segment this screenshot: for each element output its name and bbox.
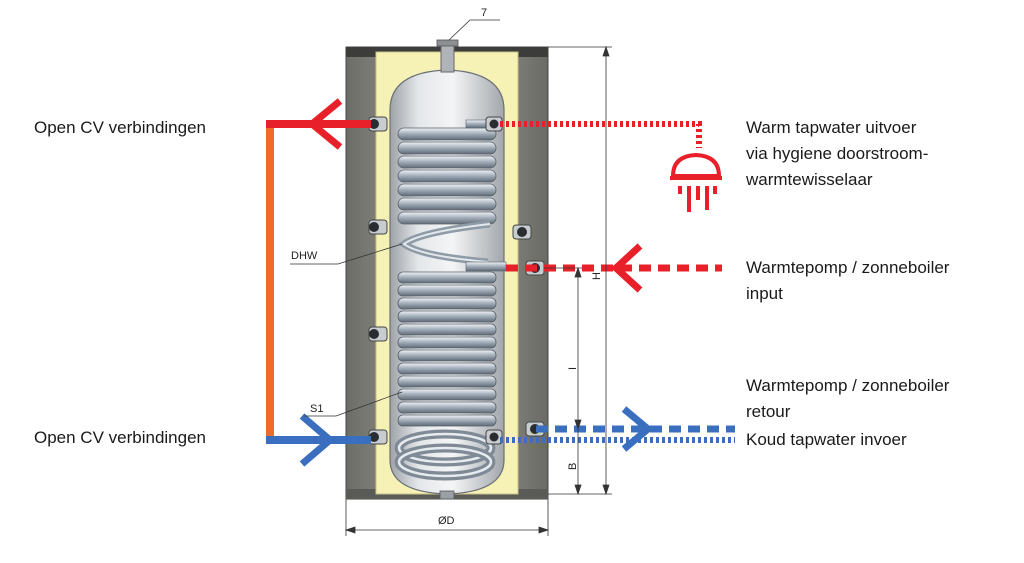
label-wp-input-1: Warmtepomp / zonneboiler [746,258,950,277]
label-warm-tap-1: Warm tapwater uitvoer [746,118,917,137]
marker-7: 7 [481,7,487,19]
label-wp-retour-2: retour [746,402,791,421]
solar-coil [394,271,497,481]
label-warm-tap-3: warmtewisselaar [746,170,873,189]
marker-7-leader [448,19,500,41]
dimension-diameter [344,499,550,536]
label-open-cv-bottom: Open CV verbindingen [34,428,207,447]
cv-in-arrow [299,413,336,467]
label-wp-input-2: input [746,284,783,303]
dimension-h [548,45,612,496]
wp-input-arrow [610,243,643,293]
s1-leader [304,391,403,417]
dim-h-label: H [591,272,603,280]
label-warm-tap-2: via hygiene doorstroom- [746,144,929,163]
dimension-i [544,266,582,431]
shower-icon [670,152,722,212]
cv-out-arrow [306,98,343,150]
cv-loop [266,120,371,444]
dim-b-label: B [567,463,579,470]
dhw-leader [290,243,403,265]
dim-diameter-label: ØD [438,515,455,527]
label-open-cv-top: Open CV verbindingen [34,118,207,137]
dimension-b [574,429,582,496]
dhw-label: DHW [291,250,318,262]
drain-connection [439,490,455,500]
dim-i-label: I [567,367,579,370]
label-cold-tap: Koud tapwater invoer [746,430,907,449]
s1-label: S1 [310,403,323,415]
dhw-coil [397,119,507,272]
warm-tap-line [500,121,702,148]
top-connection [436,39,459,73]
label-wp-retour-1: Warmtepomp / zonneboiler [746,376,950,395]
